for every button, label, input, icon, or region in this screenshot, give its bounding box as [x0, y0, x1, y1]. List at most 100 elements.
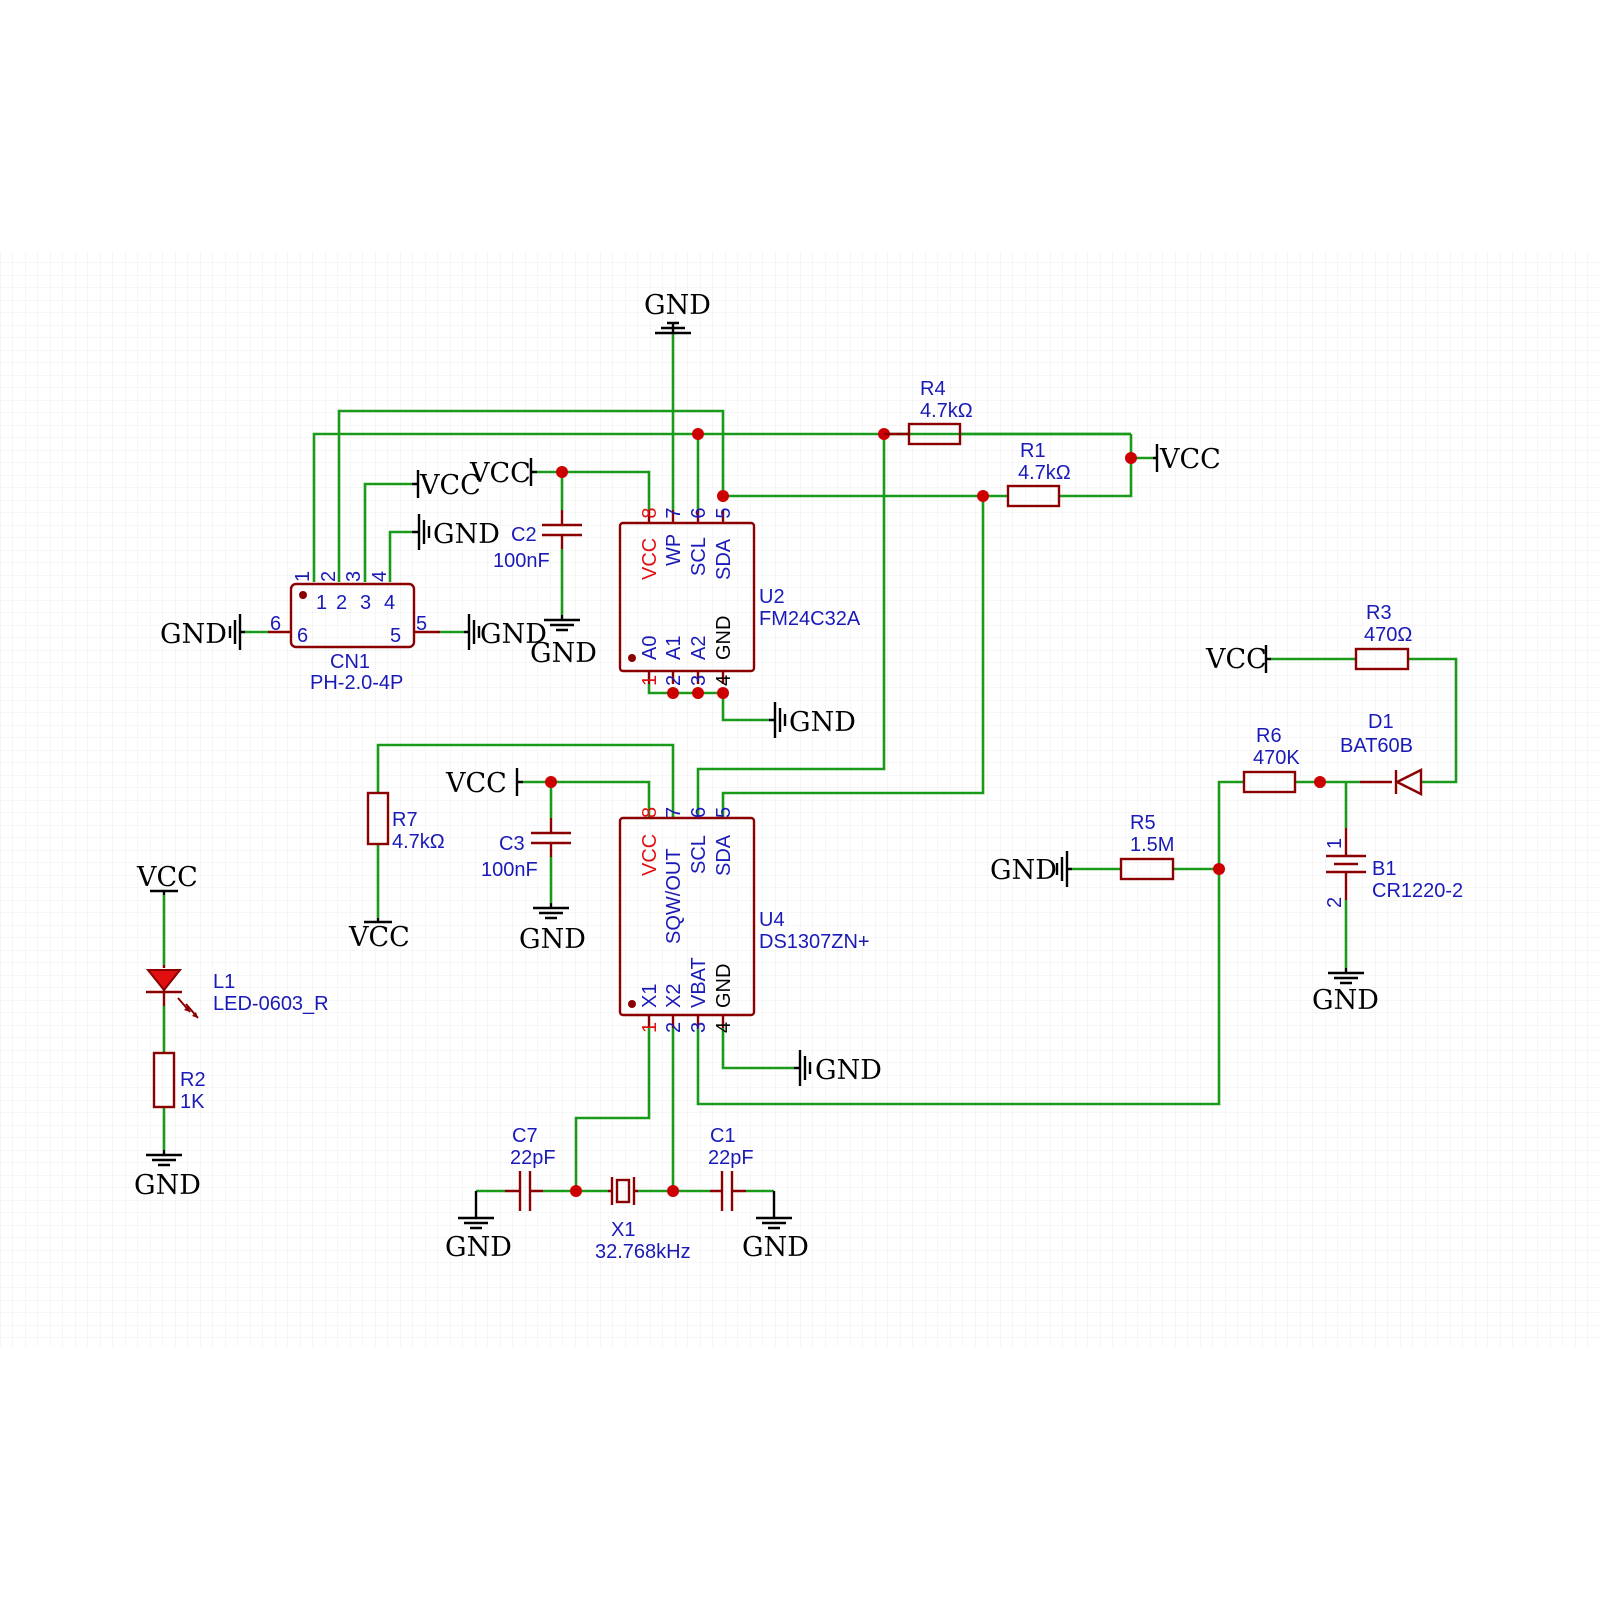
r4-resistor[interactable]: R4 4.7kΩ [884, 378, 973, 446]
u4-pin8-name: VCC [639, 834, 661, 876]
c2-value: 100nF [493, 550, 550, 572]
u2-pin8-name: VCC [639, 538, 661, 580]
r6-ref: R6 [1256, 725, 1282, 747]
x1-ref: X1 [611, 1219, 635, 1241]
gnd-label: GND [433, 519, 500, 550]
c2-capacitor[interactable]: C2 100nF [493, 510, 582, 572]
r6-resistor[interactable]: R6 470K [1242, 725, 1300, 794]
u4-value: DS1307ZN+ [759, 931, 870, 953]
r5-resistor[interactable]: R5 1.5M [1119, 812, 1174, 881]
gnd-symbol: GND [445, 1191, 512, 1263]
u2-pin7-name: WP [663, 534, 685, 566]
r3-value: 470Ω [1364, 624, 1412, 646]
r7-resistor[interactable]: R7 4.7kΩ [366, 791, 445, 853]
cn1-pin6-inner: 6 [297, 625, 308, 647]
gnd-symbol: GND [742, 1191, 809, 1263]
u4-ref: U4 [759, 909, 785, 931]
u4-pin6-name: SCL [688, 835, 710, 874]
r6-value: 470K [1253, 747, 1300, 769]
gnd-symbol: GND [412, 514, 500, 550]
r5-value: 1.5M [1130, 834, 1174, 856]
junction-dot [667, 687, 679, 699]
cn1-pin2-outer: 2 [318, 571, 340, 582]
r3-resistor[interactable]: R3 470Ω [1354, 602, 1412, 671]
vcc-symbol: VCC [1153, 444, 1221, 475]
vcc-symbol: VCC [136, 862, 198, 895]
gnd-label: GND [1312, 985, 1379, 1016]
u2-eeprom[interactable]: 8 7 6 5 VCC WP SCL SDA 1 2 3 4 A0 A1 A2 … [618, 507, 861, 686]
u4-pin1-num: 1 [639, 1022, 661, 1033]
gnd-symbol: GND [794, 1050, 882, 1086]
c2-ref: C2 [511, 524, 537, 546]
u4-rtc[interactable]: 8 7 6 5 VCC SQW/OUT SCL SDA 1 2 3 4 X1 X… [618, 807, 870, 1033]
d1-value: BAT60B [1340, 735, 1413, 757]
u2-pin3-num: 3 [688, 675, 710, 686]
c3-ref: C3 [499, 833, 525, 855]
r7-value: 4.7kΩ [392, 831, 445, 853]
cn1-ref: CN1 [330, 651, 370, 673]
vcc-symbol: VCC [348, 918, 410, 953]
vcc-label: VCC [1159, 444, 1221, 475]
c7-value: 22pF [510, 1147, 556, 1169]
b1-battery[interactable]: 1 2 B1 CR1220-2 [1324, 828, 1463, 908]
b1-pin2: 2 [1324, 897, 1346, 908]
x1-crystal[interactable]: X1 32.768kHz [595, 1177, 691, 1263]
cn1-value: PH-2.0-4P [310, 672, 403, 694]
vcc-label: VCC [469, 458, 531, 489]
gnd-label: GND [789, 707, 856, 738]
c1-capacitor[interactable]: C1 22pF [708, 1125, 754, 1211]
r1-resistor[interactable]: R1 4.7kΩ [1006, 440, 1071, 508]
u2-pin1-name: A0 [639, 636, 661, 660]
c7-capacitor[interactable]: C7 22pF [505, 1125, 556, 1211]
r2-ref: R2 [180, 1069, 206, 1091]
b1-value: CR1220-2 [1372, 880, 1463, 902]
u4-pin2-num: 2 [663, 1022, 685, 1033]
u2-pin6-name: SCL [688, 537, 710, 576]
b1-ref: B1 [1372, 858, 1396, 880]
u2-pin4-name: GND [713, 616, 735, 660]
r1-value: 4.7kΩ [1018, 462, 1071, 484]
r3-ref: R3 [1366, 602, 1392, 624]
u2-pin6-num: 6 [688, 507, 710, 518]
gnd-symbol: GND [990, 851, 1072, 887]
cn1-connector[interactable]: 1 2 3 4 1 2 3 4 6 6 5 5 CN1 PH-2.0-4P [268, 571, 440, 694]
u4-pin5-num: 5 [713, 807, 735, 818]
gnd-symbol: GND [1312, 968, 1379, 1016]
cn1-pin5-inner: 5 [390, 625, 401, 647]
r5-ref: R5 [1130, 812, 1156, 834]
c7-ref: C7 [512, 1125, 538, 1147]
vcc-symbol: VCC [412, 470, 481, 501]
u4-pin6-num: 6 [688, 807, 710, 818]
junction-dot [1314, 776, 1326, 788]
junction-dot [570, 1185, 582, 1197]
junction-dot [545, 776, 557, 788]
u4-pin3-name: VBAT [688, 957, 710, 1008]
l1-led[interactable]: L1 LED-0603_R [145, 965, 329, 1019]
d1-diode[interactable]: D1 BAT60B [1340, 711, 1423, 796]
grid-background [0, 252, 1600, 1347]
junction-dot [1213, 863, 1225, 875]
gnd-label: GND [519, 924, 586, 955]
u2-pin2-num: 2 [663, 675, 685, 686]
vcc-label: VCC [348, 922, 410, 953]
vcc-label: VCC [136, 862, 198, 893]
d1-ref: D1 [1368, 711, 1394, 733]
u4-pin4-name: GND [713, 964, 735, 1008]
r1-ref: R1 [1020, 440, 1046, 462]
vcc-symbol: VCC [445, 768, 523, 799]
u4-pin2-name: X2 [663, 984, 685, 1008]
u2-pin7-num: 7 [663, 507, 685, 518]
c1-value: 22pF [708, 1147, 754, 1169]
u2-pin5-name: SDA [713, 538, 735, 580]
gnd-label: GND [815, 1055, 882, 1086]
cn1-pin4-outer: 4 [369, 571, 391, 582]
u2-pin2-name: A1 [663, 636, 685, 660]
c1-ref: C1 [710, 1125, 736, 1147]
vcc-symbol: VCC [1205, 644, 1271, 675]
c3-capacitor[interactable]: C3 100nF [481, 818, 571, 881]
vcc-symbol: VCC [469, 458, 537, 489]
junction-dot [692, 428, 704, 440]
r2-resistor[interactable]: R2 1K [152, 1051, 206, 1113]
u2-value: FM24C32A [759, 608, 861, 630]
